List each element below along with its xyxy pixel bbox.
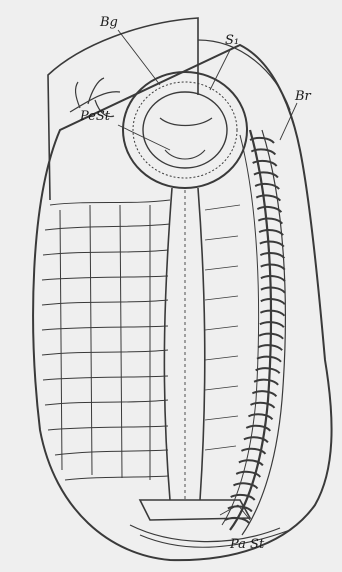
label-br: Br [294, 89, 312, 104]
label-s1: S₁ [225, 33, 239, 48]
label-pest: PeSt [79, 109, 111, 124]
label-past: Pa St [229, 537, 265, 552]
label-bg: Bg [99, 15, 118, 30]
